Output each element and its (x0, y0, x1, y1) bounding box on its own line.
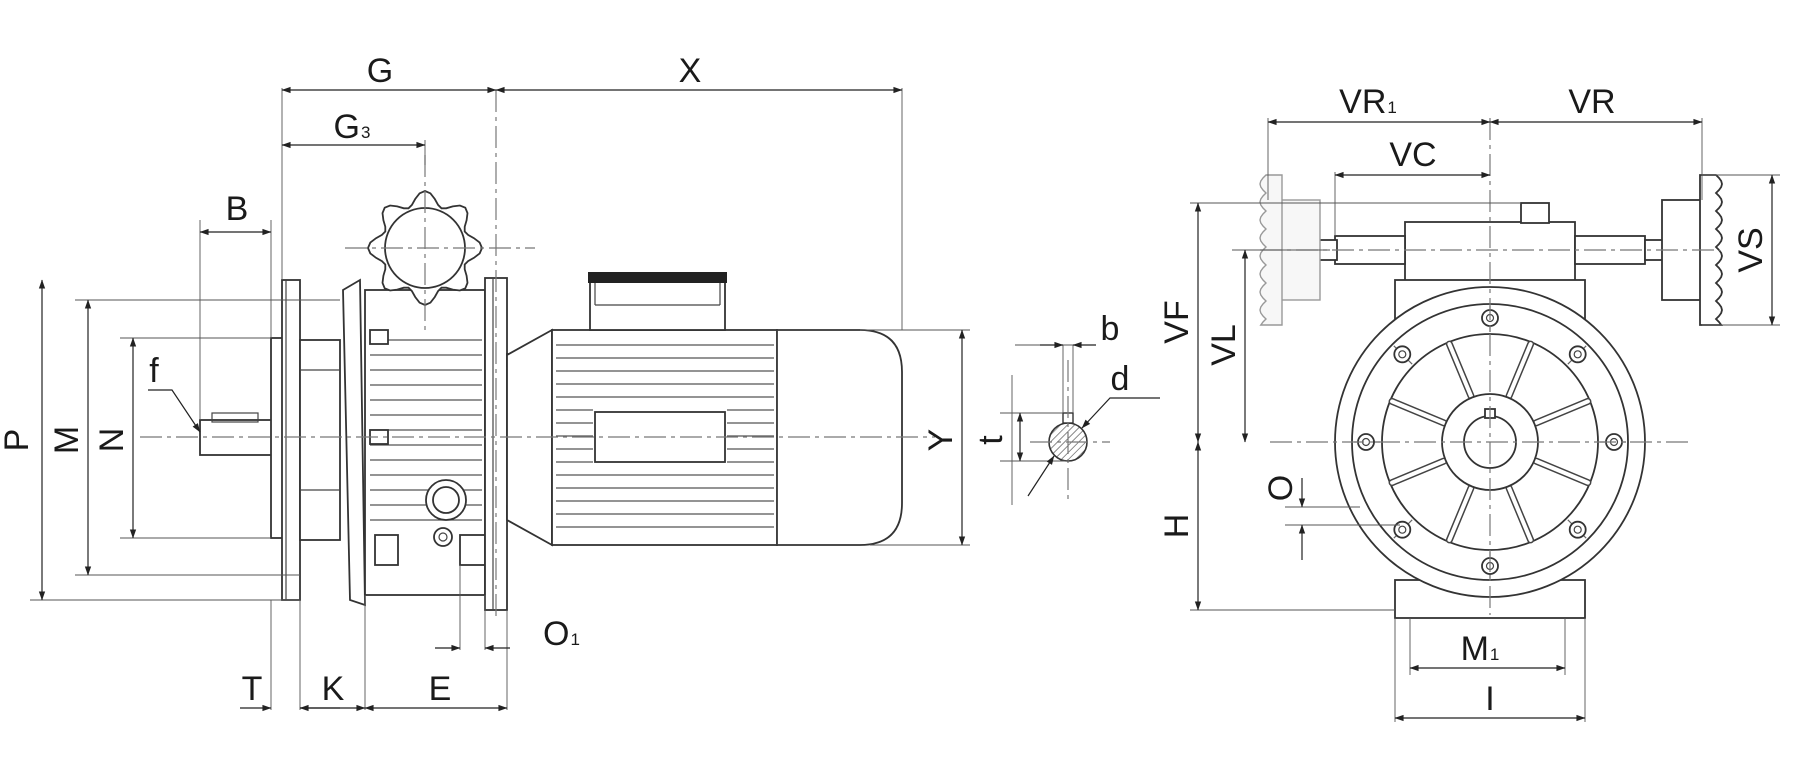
label-t-small: t (972, 435, 1010, 445)
label-o1: O1 (543, 615, 580, 653)
label-b-small: b (1101, 310, 1120, 348)
terminal-box-lid (588, 272, 727, 283)
label-k: K (322, 670, 345, 708)
label-f: f (149, 352, 159, 390)
label-y: Y (922, 429, 960, 452)
front-bolts (1357, 309, 1623, 575)
label-n: N (93, 428, 131, 453)
label-m: M (48, 426, 86, 454)
label-i: I (1485, 680, 1494, 718)
label-vr1: VR1 (1339, 83, 1397, 121)
label-b: B (226, 190, 249, 228)
label-t: T (242, 670, 263, 708)
label-g3: G3 (334, 108, 371, 146)
shaft-section: b d t (972, 310, 1160, 505)
flange-neck (299, 339, 341, 541)
dim-d-leader (1081, 397, 1160, 429)
label-vr: VR (1568, 83, 1615, 121)
label-vc: VC (1389, 136, 1436, 174)
output-flange (281, 279, 301, 601)
actuator-bolt (1520, 202, 1550, 224)
motor-fins (556, 344, 774, 528)
label-o: O (1262, 475, 1300, 501)
side-cover (342, 278, 366, 607)
label-p: P (0, 429, 36, 452)
label-vf: VF (1158, 300, 1196, 343)
front-view: VR1 VR VC VS VF VL H O M1 I (1158, 83, 1780, 722)
label-g: G (367, 52, 393, 90)
terminal-box (589, 281, 726, 331)
label-d: d (1111, 360, 1130, 398)
label-vs: VS (1732, 227, 1770, 272)
label-vl: VL (1205, 324, 1243, 366)
label-x: X (679, 52, 702, 90)
label-e: E (429, 670, 452, 708)
housing-foot-left (374, 534, 399, 566)
label-m1: M1 (1461, 630, 1500, 668)
label-h: H (1158, 514, 1196, 539)
drain-plug (433, 527, 453, 547)
side-view: G X G3 B f P M N Y T K E O1 (0, 52, 970, 712)
shaft-key (211, 412, 259, 423)
housing-foot-right (459, 534, 486, 566)
dim-f-leader (148, 389, 201, 433)
